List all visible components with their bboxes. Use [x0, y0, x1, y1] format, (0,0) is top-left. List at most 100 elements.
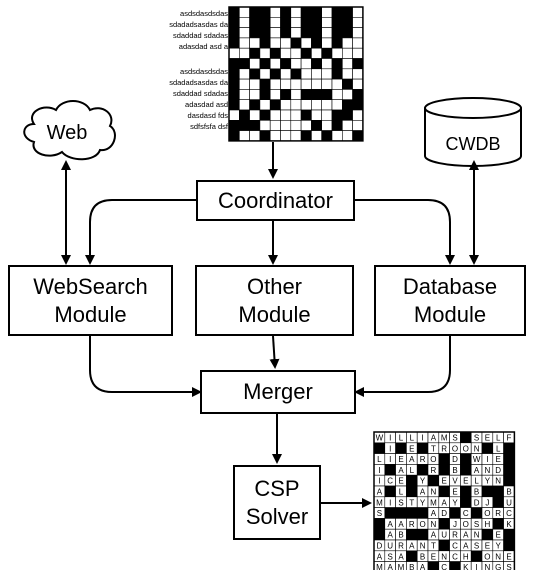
grid-block-cell	[331, 58, 343, 70]
grid-block-cell	[470, 507, 483, 519]
grid-letter: A	[398, 466, 404, 475]
clue-line: asdsdasdsdas	[180, 67, 228, 76]
coordinator-box: Coordinator	[196, 180, 355, 221]
grid-open-cell	[259, 99, 271, 111]
grid-open-cell	[239, 37, 250, 49]
grid-open-cell	[269, 89, 281, 101]
grid-letter: O	[430, 455, 436, 464]
grid-open-cell	[239, 89, 250, 101]
grid-letter: E	[496, 455, 501, 464]
grid-open-cell	[249, 78, 261, 90]
grid-letter: D	[474, 498, 480, 507]
grid-open-cell	[352, 120, 364, 131]
grid-open-cell	[269, 120, 281, 131]
grid-open-cell	[321, 16, 333, 28]
grid-block-cell	[406, 474, 418, 487]
clue-line: sdadadsasdas da	[169, 78, 228, 87]
grid-letter: D	[452, 455, 458, 464]
grid-block-cell	[416, 528, 429, 541]
grid-open-cell	[352, 68, 364, 80]
grid-letter: L	[474, 477, 479, 486]
grid-letter: S	[452, 434, 457, 443]
grid-open-cell	[280, 78, 292, 90]
csp-solver-box: CSP Solver	[233, 465, 321, 540]
clue-line: sdfsfsfa dsf	[190, 122, 228, 131]
grid-open-cell	[341, 130, 353, 142]
grid-letter: Y	[452, 498, 458, 507]
clue-line: sdadadsasdas da	[169, 20, 228, 29]
grid-open-cell	[311, 99, 322, 111]
arrow-coordinator-to-database	[355, 199, 455, 265]
grid-block-cell	[352, 89, 364, 101]
grid-letter: S	[474, 434, 479, 443]
grid-open-cell	[300, 37, 312, 49]
grid-open-cell	[300, 120, 312, 131]
grid-letter: A	[388, 531, 394, 540]
grid-letter: A	[377, 552, 383, 561]
grid-letter: E	[496, 531, 501, 540]
grid-block-cell	[331, 6, 343, 18]
grid-open-cell	[331, 47, 343, 59]
grid-letter: E	[409, 444, 414, 453]
grid-letter: R	[398, 542, 404, 551]
grid-letter: I	[378, 477, 380, 486]
grid-block-cell	[460, 453, 472, 465]
grid-block-cell	[228, 89, 240, 101]
grid-letter: Y	[420, 477, 426, 486]
grid-letter: S	[474, 542, 479, 551]
grid-block-cell	[228, 6, 240, 18]
grid-letter: S	[474, 520, 479, 529]
grid-block-cell	[228, 16, 240, 28]
grid-open-cell	[331, 89, 343, 101]
grid-open-cell	[311, 130, 322, 142]
grid-open-cell	[269, 16, 281, 28]
grid-block-cell	[460, 464, 472, 476]
grid-block-cell	[384, 485, 396, 498]
grid-open-cell	[290, 89, 302, 101]
grid-open-cell	[239, 47, 250, 59]
grid-letter: M	[441, 434, 448, 443]
grid-letter: R	[420, 455, 426, 464]
grid-block-cell	[352, 58, 364, 70]
grid-letter: N	[495, 552, 501, 561]
grid-letter: L	[496, 444, 501, 453]
grid-letter: N	[441, 552, 447, 561]
grid-block-cell	[269, 68, 281, 80]
grid-block-cell	[416, 442, 429, 454]
grid-block-cell	[503, 442, 515, 454]
grid-open-cell	[249, 37, 261, 49]
grid-letter: I	[389, 434, 391, 443]
grid-open-cell	[269, 109, 281, 121]
grid-open-cell	[259, 120, 271, 131]
grid-open-cell	[341, 120, 353, 131]
grid-letter: E	[485, 434, 490, 443]
grid-block-cell	[492, 496, 504, 508]
grid-letter: A	[474, 466, 480, 475]
grid-block-cell	[259, 89, 271, 101]
grid-block-cell	[259, 109, 271, 121]
grid-block-cell	[331, 27, 343, 39]
grid-letter: E	[431, 552, 436, 561]
grid-open-cell	[290, 78, 302, 90]
grid-letter: H	[463, 552, 469, 561]
grid-open-cell	[280, 130, 292, 142]
grid-open-cell	[290, 99, 302, 111]
grid-block-cell	[311, 58, 322, 70]
grid-block-cell	[406, 528, 418, 541]
grid-open-cell	[228, 47, 240, 59]
grid-block-cell	[406, 507, 418, 519]
grid-block-cell	[249, 120, 261, 131]
grid-open-cell	[311, 78, 322, 90]
grid-block-cell	[406, 550, 418, 562]
grid-block-cell	[259, 6, 271, 18]
grid-open-cell	[341, 47, 353, 59]
grid-letter: N	[485, 466, 491, 475]
grid-block-cell	[311, 16, 322, 28]
grid-block-cell	[331, 37, 343, 49]
grid-letter: L	[496, 434, 501, 443]
grid-letter: A	[409, 542, 415, 551]
grid-open-cell	[321, 6, 333, 18]
grid-letter: A	[377, 488, 383, 497]
